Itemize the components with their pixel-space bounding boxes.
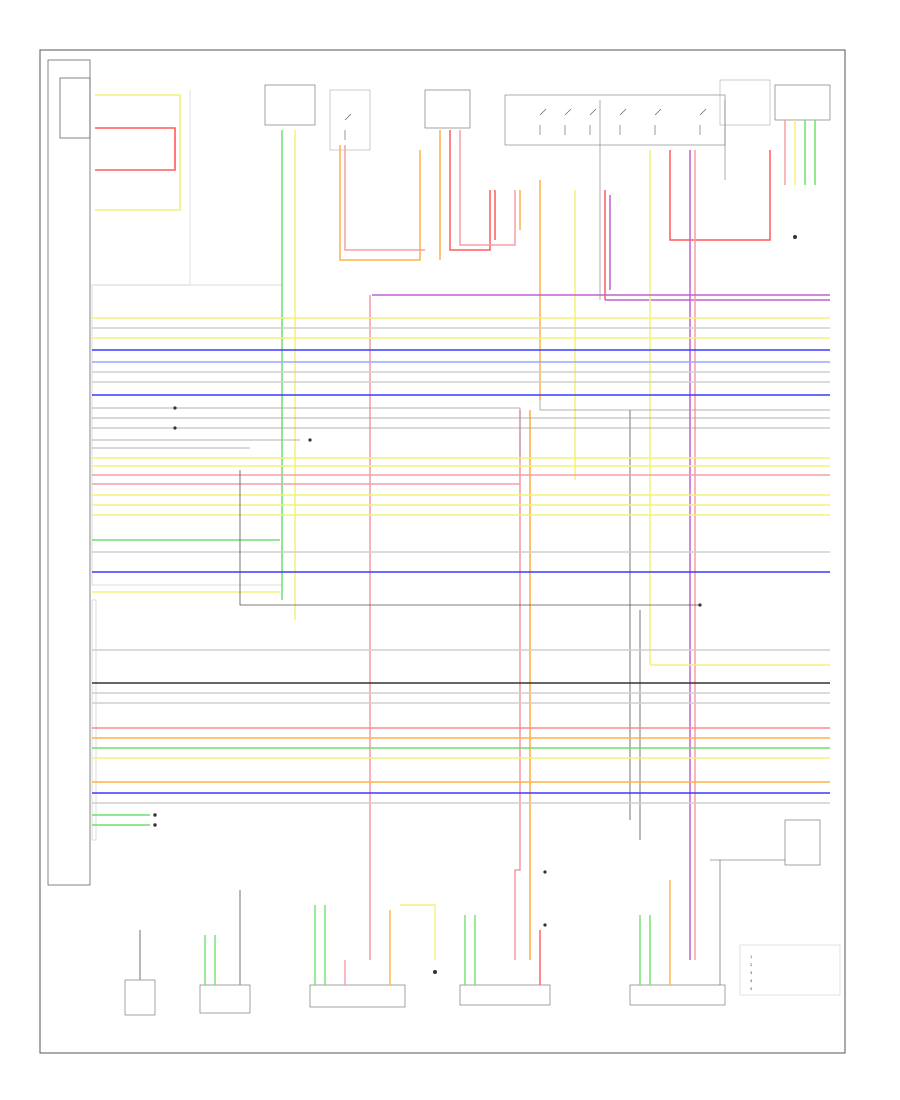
- legend-entry-number: 3: [750, 971, 752, 975]
- bottom-components: [124, 819, 841, 1016]
- diagram-frame: [39, 49, 846, 1054]
- bottom-module-1: [124, 979, 156, 1016]
- ground-symbols: [153, 234, 798, 975]
- ground-symbol-3: [153, 813, 157, 817]
- upper-harness-bus: [92, 317, 830, 516]
- top-connector-2: [329, 89, 371, 151]
- legend: 1 2 3 4 5: [750, 955, 753, 991]
- top-components: [264, 79, 831, 151]
- ground-symbol-9: [543, 870, 547, 874]
- bottom-module-2: [199, 984, 251, 1014]
- bottom-wire-stubs: [139, 859, 785, 985]
- bottom-module-4: [459, 984, 551, 1006]
- ground-symbol-8: [698, 603, 702, 607]
- legend-entry-number: 5: [750, 987, 752, 991]
- top-relay-box: [504, 94, 726, 146]
- ground-symbol-2: [432, 970, 437, 975]
- ground-symbol-6: [173, 426, 177, 430]
- long-vertical-wires: [369, 294, 830, 960]
- relay-symbols: [344, 108, 707, 140]
- ground-symbol-4: [153, 823, 157, 827]
- ground-symbol-10: [543, 923, 547, 927]
- top-left-module-wires: [92, 90, 191, 286]
- bottom-module-3: [309, 984, 406, 1008]
- legend-entry-number: 4: [750, 979, 753, 983]
- lower-harness-bus: [92, 682, 830, 826]
- middle-harness-bus: [92, 470, 830, 666]
- legend-entry-number: 1: [750, 955, 752, 959]
- top-connector-3: [424, 89, 471, 129]
- bottom-module-5: [629, 984, 726, 1006]
- top-connector-1: [264, 84, 316, 126]
- top-vertical-wires: [281, 100, 830, 960]
- ground-symbol-1: [793, 234, 798, 239]
- legend-box: [739, 944, 841, 996]
- left-harness-connector: [47, 59, 283, 886]
- top-right-module: [719, 79, 771, 126]
- top-right-connector: [774, 84, 831, 121]
- ground-symbol-7: [308, 438, 312, 442]
- ground-symbol-5: [173, 406, 177, 410]
- bottom-right-box: [784, 819, 821, 866]
- legend-entry-number: 2: [750, 963, 752, 967]
